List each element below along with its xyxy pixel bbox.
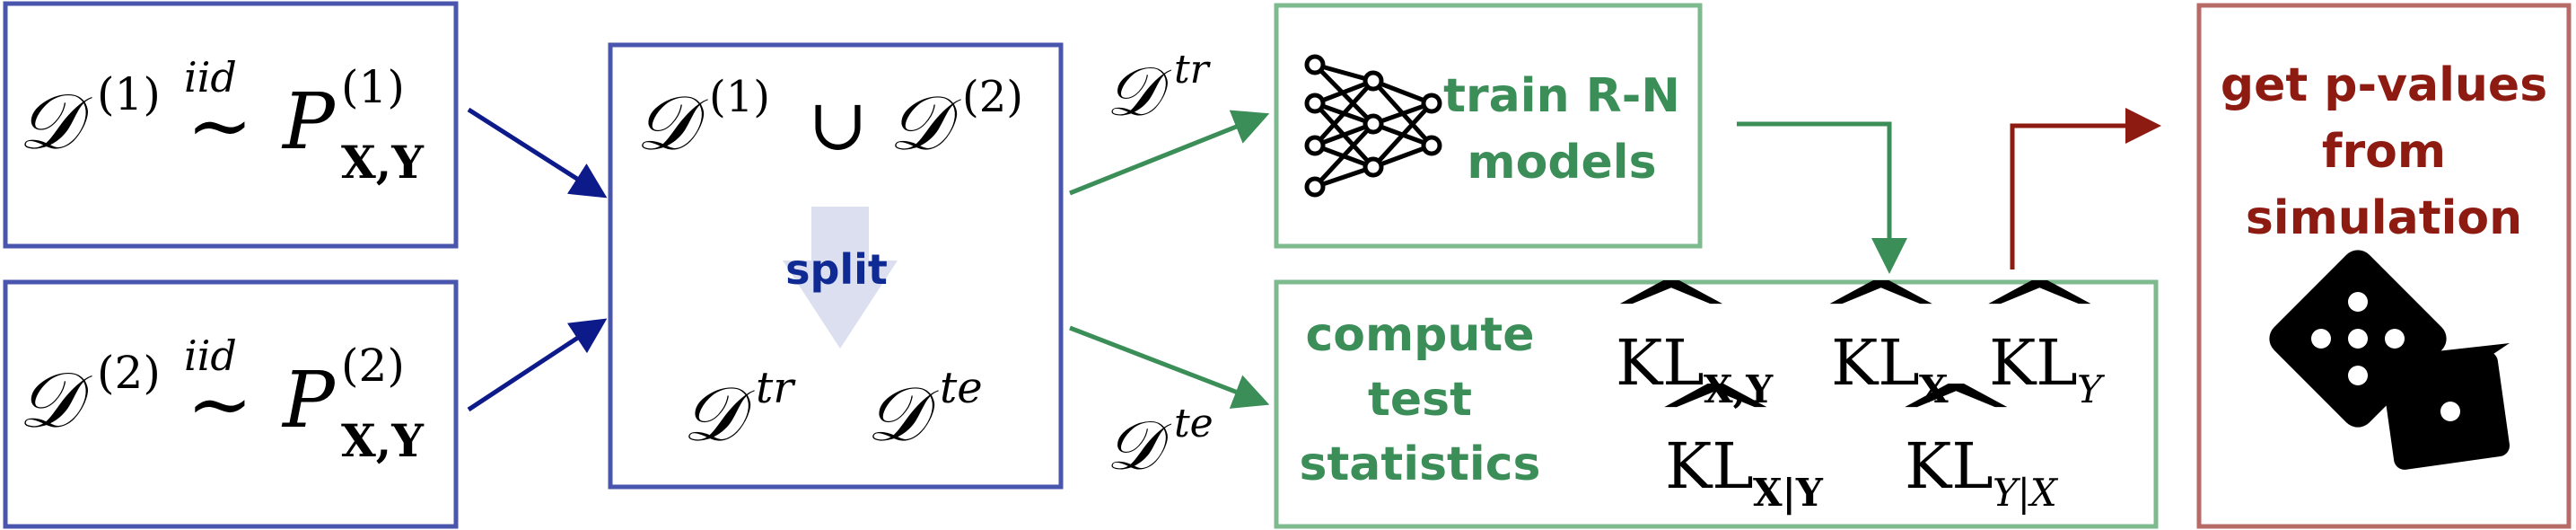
arrow-label-D-te: 𝒟 [1106, 405, 1171, 485]
stat-kl-x-given-y-name: KL [1665, 429, 1754, 503]
stat-kl-x-sub: X [1919, 367, 1949, 411]
merge-union: ∪ [808, 83, 868, 166]
stat-kl-x: ^ KL X [1812, 264, 1950, 411]
dataset-2-iid: iid [184, 331, 237, 380]
stat-kl-xy: ^ KL X,Y [1603, 264, 1774, 411]
dataset-2-P-sup: (2) [341, 340, 405, 392]
arrow-compute-to-pvalues [2010, 108, 2161, 269]
train-label-line2: models [1467, 136, 1656, 190]
stat-kl-xy-hat: ^ [1603, 264, 1740, 364]
stat-kl-x-hat: ^ [1812, 264, 1950, 364]
dataset-2-P: P [281, 356, 337, 446]
dataset-2-P-sub: X,Y [341, 414, 425, 467]
stat-kl-x-given-y-sub: X|Y [1753, 471, 1824, 515]
split-arrow-icon [783, 207, 898, 349]
dataset-1-sim: ∼ [187, 79, 253, 172]
compute-label-line1: compute [1305, 308, 1534, 362]
dataset-1-iid: iid [184, 53, 237, 102]
stat-kl-y-name: KL [1989, 326, 2078, 400]
neural-network-icon [1304, 54, 1442, 198]
stat-kl-y-given-x: ^ KL Y|X [1888, 367, 2059, 515]
train-box [1274, 3, 1703, 249]
dataset-2-D: 𝒟 [18, 356, 92, 446]
pvalues-label-line2: from [2322, 125, 2446, 179]
compute-label-line2: test [1368, 373, 1472, 427]
merge-tr-sup: tr [756, 363, 796, 413]
merge-D1: 𝒟 [635, 79, 708, 167]
train-label-line1: train R-N [1443, 69, 1680, 123]
dataset-1-box [3, 1, 459, 249]
dataset-2-sim: ∼ [187, 358, 253, 450]
merge-D-te: 𝒟 [866, 370, 939, 458]
stat-kl-y-given-x-sub: Y|X [1993, 471, 2059, 515]
merge-sup2: (2) [962, 72, 1023, 122]
dice-icon [2269, 250, 2510, 470]
stat-kl-y-sub: Y [2077, 367, 2106, 411]
merge-split-box [608, 42, 1064, 490]
stat-kl-y: ^ KL Y [1971, 264, 2108, 411]
stat-kl-y-hat: ^ [1971, 264, 2108, 364]
stat-kl-xy-sub: X,Y [1704, 367, 1774, 411]
dataset-1-P-sub: X,Y [341, 136, 425, 189]
merge-sup1: (1) [709, 72, 770, 122]
split-label: split [785, 245, 888, 294]
stat-kl-x-given-y: ^ KL X|Y [1647, 367, 1824, 515]
dataset-1-P: P [281, 77, 337, 167]
arrow-train-to-compute [1737, 121, 1907, 274]
stat-kl-y-given-x-name: KL [1905, 429, 1993, 503]
pvalues-box [2196, 3, 2572, 529]
arrow-label-tr-sup: tr [1174, 47, 1212, 93]
arrow-label-te-sup: te [1174, 401, 1214, 446]
stat-kl-x-name: KL [1831, 326, 1920, 400]
dataset-1-D: 𝒟 [18, 77, 92, 167]
arrow-label-D-tr: 𝒟 [1106, 51, 1171, 131]
dataset-2-box [3, 279, 459, 529]
stat-kl-xy-name: KL [1616, 326, 1704, 400]
compute-box [1274, 279, 2159, 529]
pvalues-label-line1: get p-values [2221, 58, 2547, 112]
arrow-dataset-1-to-merge [467, 107, 608, 199]
stat-kl-x-given-y-hat: ^ [1647, 367, 1784, 467]
pvalues-label-line3: simulation [2246, 191, 2522, 245]
arrow-merge-to-train [1069, 110, 1270, 196]
merge-D2: 𝒟 [889, 79, 961, 167]
merge-te-sup: te [940, 363, 983, 413]
merge-D-tr: 𝒟 [682, 370, 755, 458]
dataset-1-P-sup: (1) [341, 61, 405, 113]
arrow-dataset-2-to-merge [467, 318, 608, 412]
arrow-merge-to-compute [1069, 325, 1270, 409]
compute-label-line3: statistics [1300, 437, 1541, 491]
stat-kl-y-given-x-hat: ^ [1888, 367, 2025, 467]
dataset-2-sup: (2) [97, 347, 161, 399]
dataset-1-sup: (1) [97, 68, 161, 120]
